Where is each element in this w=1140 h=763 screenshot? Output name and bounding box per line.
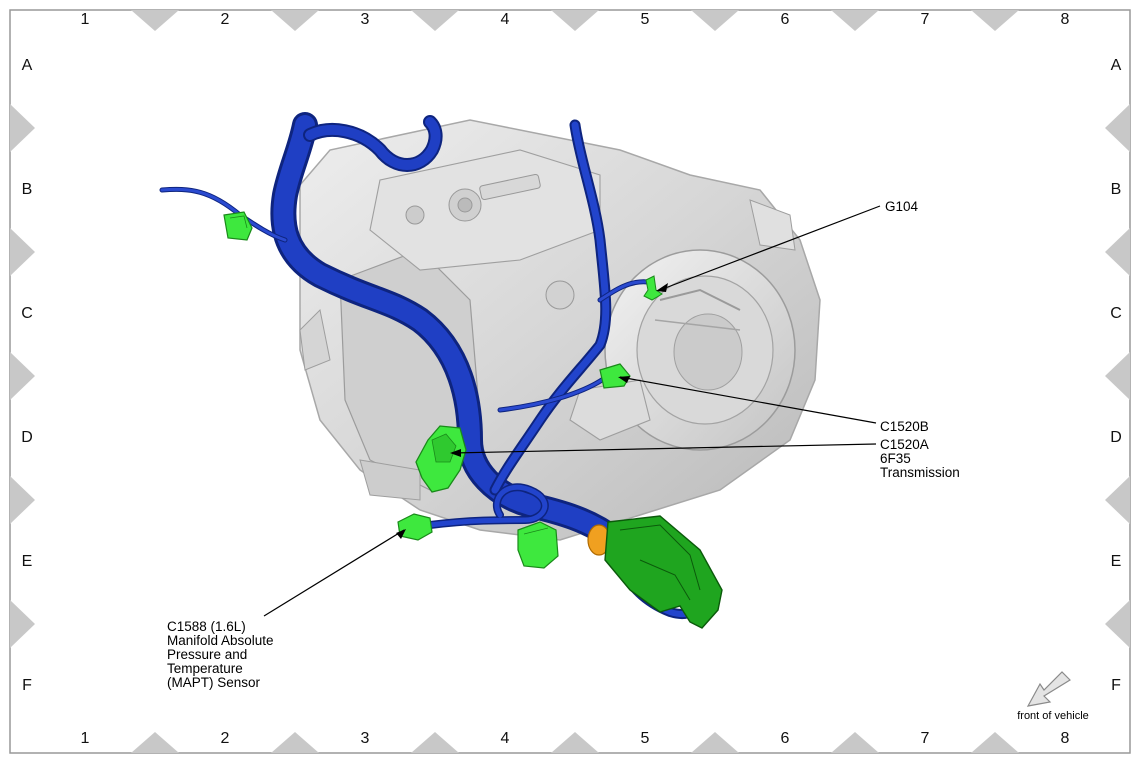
leader-lines: [263, 205, 881, 617]
column-label-bottom: 6: [781, 730, 790, 747]
label-c1588-line-3: Pressure and: [167, 647, 247, 662]
row-label-right: B: [1111, 181, 1122, 198]
row-divider-left: [10, 104, 35, 152]
column-label-top: 4: [501, 11, 510, 28]
column-divider-bottom: [551, 732, 599, 753]
label-c1520b: C1520B: [880, 419, 929, 434]
label-c1588-line-1: C1588 (1.6L): [167, 619, 246, 634]
column-divider-bottom: [691, 732, 739, 753]
leader-c1520a: [451, 443, 877, 454]
pcm-module: [604, 515, 723, 629]
column-divider-bottom: [831, 732, 879, 753]
column-label-bottom: 8: [1061, 730, 1070, 747]
row-divider-right: [1105, 104, 1130, 152]
row-divider-left: [10, 352, 35, 400]
column-label-top: 6: [781, 11, 790, 28]
column-label-bottom: 2: [221, 730, 230, 747]
column-label-top: 1: [81, 11, 90, 28]
leader-g104: [659, 205, 881, 291]
label-c1588-line-4: Temperature: [167, 661, 243, 676]
callout-labels: G104 C1520B C1520A 6F35 Transmission C15…: [167, 199, 960, 690]
column-label-bottom: 1: [81, 730, 90, 747]
column-label-bottom: 7: [921, 730, 930, 747]
connector-g104: [643, 275, 663, 301]
column-label-top: 2: [221, 11, 230, 28]
column-divider-bottom: [271, 732, 319, 753]
column-divider-bottom: [971, 732, 1019, 753]
column-divider-top: [271, 10, 319, 31]
leader-c1588: [263, 529, 405, 617]
label-c1520a-line-1: C1520A: [880, 437, 929, 452]
column-label-top: 7: [921, 11, 930, 28]
label-c1588-line-2: Manifold Absolute: [167, 633, 274, 648]
column-divider-bottom: [411, 732, 459, 753]
row-divider-right: [1105, 600, 1130, 648]
row-label-right: E: [1111, 553, 1122, 570]
leader-c1520b: [619, 376, 877, 424]
column-divider-top: [551, 10, 599, 31]
column-divider-top: [971, 10, 1019, 31]
row-label-right: D: [1110, 429, 1122, 446]
front-of-vehicle-indicator: front of vehicle: [1017, 671, 1089, 722]
column-label-top: 8: [1061, 11, 1070, 28]
connector-c1520a: [415, 425, 467, 493]
column-label-top: 5: [641, 11, 650, 28]
row-divider-left: [10, 228, 35, 276]
row-label-right: C: [1110, 305, 1122, 322]
row-divider-left: [10, 476, 35, 524]
row-label-left: A: [22, 57, 33, 74]
column-label-bottom: 5: [641, 730, 650, 747]
label-c1588-line-5: (MAPT) Sensor: [167, 675, 261, 690]
label-c1520a-line-3: Transmission: [880, 465, 960, 480]
column-label-bottom: 3: [361, 730, 370, 747]
front-arrow-icon: [1026, 671, 1071, 707]
row-label-right: F: [1111, 677, 1121, 694]
label-c1520a-line-2: 6F35: [880, 451, 911, 466]
row-label-right: A: [1111, 57, 1122, 74]
column-divider-top: [831, 10, 879, 31]
connector-lower: [517, 521, 559, 569]
column-label-bottom: 4: [501, 730, 510, 747]
column-divider-top: [411, 10, 459, 31]
row-divider-right: [1105, 476, 1130, 524]
row-divider-right: [1105, 228, 1130, 276]
connector-left-pigtail: [223, 211, 253, 241]
column-divider-top: [131, 10, 179, 31]
front-of-vehicle-label: front of vehicle: [1017, 710, 1089, 722]
leader-arrowheads: [396, 283, 668, 539]
row-label-left: B: [22, 181, 33, 198]
row-label-left: E: [22, 553, 33, 570]
column-divider-bottom: [131, 732, 179, 753]
row-divider-right: [1105, 352, 1130, 400]
connectors: [223, 211, 723, 629]
wiring-harness: [159, 112, 699, 619]
row-label-left: C: [21, 305, 33, 322]
row-divider-left: [10, 600, 35, 648]
grid-ticks: [10, 10, 1130, 753]
row-label-left: F: [22, 677, 32, 694]
label-g104: G104: [885, 199, 919, 214]
column-divider-top: [691, 10, 739, 31]
column-label-top: 3: [361, 11, 370, 28]
top-housing: [369, 149, 601, 271]
row-label-left: D: [21, 429, 33, 446]
